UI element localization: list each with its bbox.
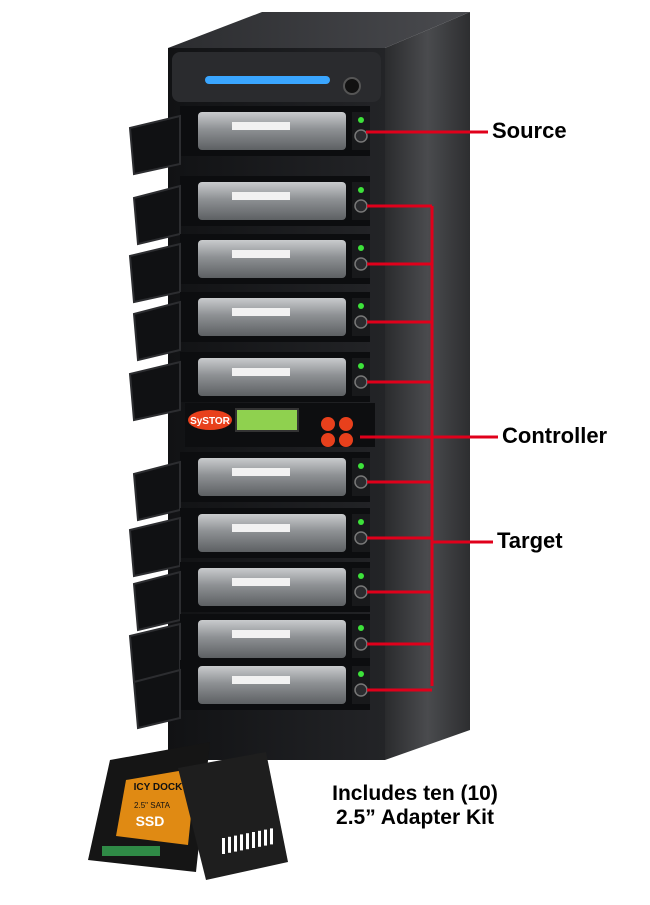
optical-slot-light — [205, 76, 330, 84]
adapter-kit: ICY DOCK 2.5" SATA SSD — [88, 742, 288, 880]
brand-logo-text: SySTOR — [190, 416, 231, 427]
status-led — [358, 573, 364, 579]
caption-line-1: Includes ten (10) — [332, 782, 498, 805]
open-tray-door — [128, 516, 181, 578]
ssd-body — [116, 768, 196, 845]
ssd-format-text: 2.5" SATA — [134, 801, 171, 810]
vent-slot — [258, 830, 261, 847]
vent-slot — [240, 834, 243, 851]
vent-slot — [228, 836, 231, 853]
bay-key-lock — [354, 531, 368, 545]
status-led — [358, 187, 364, 193]
vent-slot — [222, 838, 225, 854]
status-led — [358, 363, 364, 369]
drive-label — [232, 122, 290, 130]
open-tray-door — [132, 460, 181, 522]
down-button — [321, 433, 335, 447]
adapter-circuit-board — [102, 846, 160, 856]
hard-drive — [198, 240, 346, 278]
open-tray-door — [132, 668, 181, 730]
up-button — [321, 417, 335, 431]
bay-key-lock — [354, 585, 368, 599]
eject-button — [343, 77, 361, 95]
vent-slot — [246, 833, 249, 850]
source-label: Source — [492, 118, 567, 143]
target-drive-bay — [128, 234, 370, 304]
target-drive-bay — [132, 292, 370, 362]
target-drive-bay — [132, 660, 370, 730]
bay-key-lock — [354, 129, 368, 143]
vent-slot — [252, 832, 255, 848]
drive-label — [232, 250, 290, 258]
hard-drive — [198, 620, 346, 658]
hard-drive — [198, 182, 346, 220]
adapter-kit-caption: Includes ten (10) 2.5” Adapter Kit — [280, 782, 550, 830]
drive-label — [232, 192, 290, 200]
vent-slot — [234, 835, 237, 852]
open-tray-door — [132, 184, 181, 246]
bay-key-lock — [354, 637, 368, 651]
hard-drive — [198, 458, 346, 496]
open-tray-door — [132, 300, 181, 362]
ssd-kind-text: SSD — [136, 813, 165, 829]
target-drive-bay — [128, 508, 370, 578]
target-drive-bay — [132, 176, 370, 246]
ssd-brand-text: ICY DOCK — [134, 782, 183, 793]
vent-slot — [264, 829, 267, 846]
open-tray-door — [128, 360, 181, 422]
open-tray-door — [128, 242, 181, 304]
callout-lines — [360, 130, 498, 692]
adapter-tray — [178, 752, 288, 880]
hard-drive — [198, 666, 346, 704]
hard-drive — [198, 298, 346, 336]
hard-drive — [198, 112, 346, 150]
esc-button — [339, 433, 353, 447]
hard-drive — [198, 514, 346, 552]
target-drive-bay — [132, 452, 370, 522]
controller-label: Controller — [502, 423, 608, 448]
drive-label — [232, 676, 290, 684]
lcd-screen — [235, 408, 299, 432]
status-led — [358, 625, 364, 631]
chassis-side-panel — [385, 12, 470, 760]
drive-label — [232, 524, 290, 532]
hard-drive — [198, 568, 346, 606]
open-tray-door — [128, 114, 181, 176]
status-led — [358, 303, 364, 309]
status-led — [358, 519, 364, 525]
status-led — [358, 117, 364, 123]
bay-key-lock — [354, 375, 368, 389]
drive-label — [232, 468, 290, 476]
bay-key-lock — [354, 257, 368, 271]
brand-logo — [188, 410, 232, 430]
hard-drive — [198, 358, 346, 396]
bay-key-lock — [354, 315, 368, 329]
bay-key-lock — [354, 683, 368, 697]
bay-key-lock — [354, 475, 368, 489]
vent-slot — [270, 828, 273, 845]
drive-label — [232, 630, 290, 638]
caption-line-2: 2.5” Adapter Kit — [336, 806, 494, 829]
status-led — [358, 463, 364, 469]
source-drive-bay — [128, 106, 370, 176]
status-led — [358, 245, 364, 251]
status-led — [358, 671, 364, 677]
ok-button — [339, 417, 353, 431]
target-drive-bay — [132, 562, 370, 632]
drive-label — [232, 308, 290, 316]
target-drive-bay — [128, 352, 370, 422]
drive-label — [232, 368, 290, 376]
chassis-top — [168, 12, 470, 48]
open-tray-door — [132, 570, 181, 632]
target-label: Target — [497, 528, 563, 553]
bay-key-lock — [354, 199, 368, 213]
drive-label — [232, 578, 290, 586]
tray-vent-slots — [222, 828, 273, 854]
